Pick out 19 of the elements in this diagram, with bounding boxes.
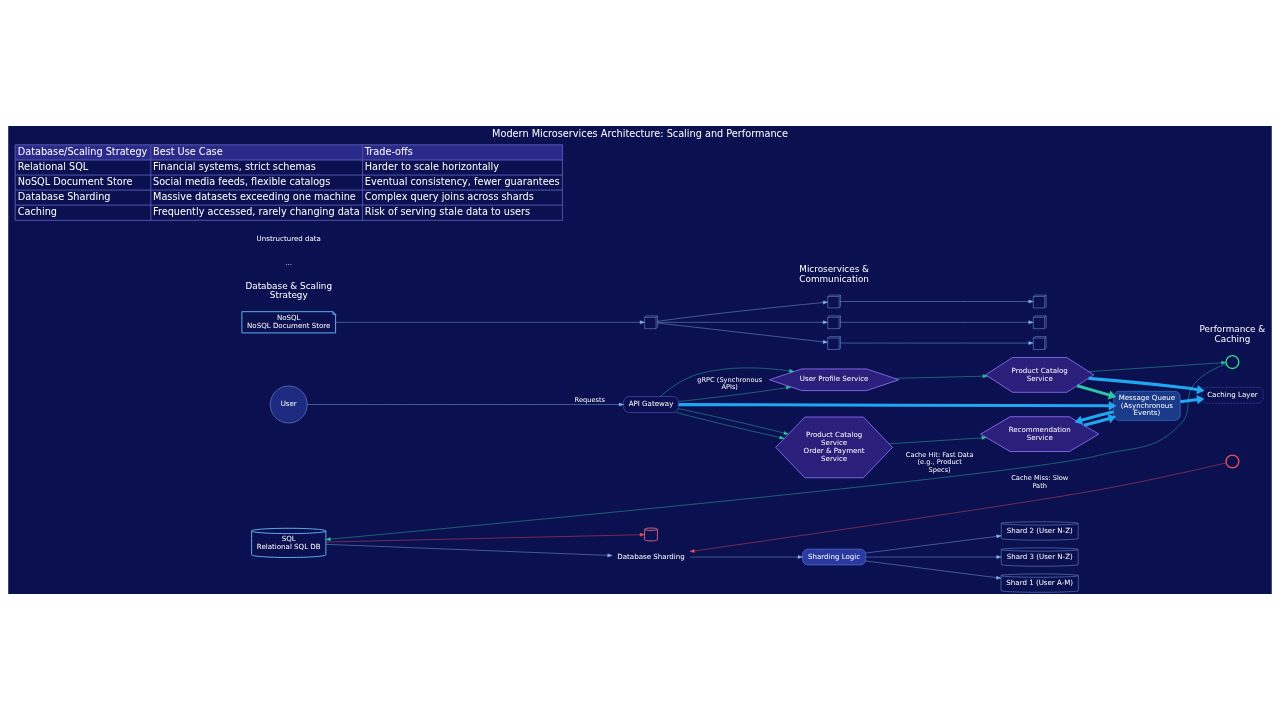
label: Best Use Case (153, 146, 223, 157)
label: Complex query joins across shards (364, 191, 534, 203)
label: Trade-offs (364, 146, 413, 157)
label: Performance & Caching (1199, 324, 1266, 345)
label: Financial systems, strict schemas (153, 161, 316, 173)
label: Risk of serving stale data to users (364, 206, 531, 218)
label: Frequently accessed, rarely changing data (153, 206, 360, 218)
diagram-title: Modern Microservices Architecture: Scaling and Performance (492, 128, 788, 140)
label: Harder to scale horizontally (364, 161, 500, 173)
label: Database & Scaling Strategy (245, 280, 333, 301)
label: Eventual consistency, fewer guarantees (364, 176, 560, 188)
label: Microservices & Communication (799, 263, 869, 284)
label: Caching (17, 206, 58, 218)
label: Database Sharding (17, 191, 111, 203)
label: Social media feeds, flexible catalogs (153, 176, 331, 188)
label: Relational SQL (17, 161, 89, 173)
label: NoSQL Document Store (17, 176, 133, 188)
label: Database/Scaling Strategy (17, 146, 148, 157)
label: Massive datasets exceeding one machine (153, 191, 356, 203)
